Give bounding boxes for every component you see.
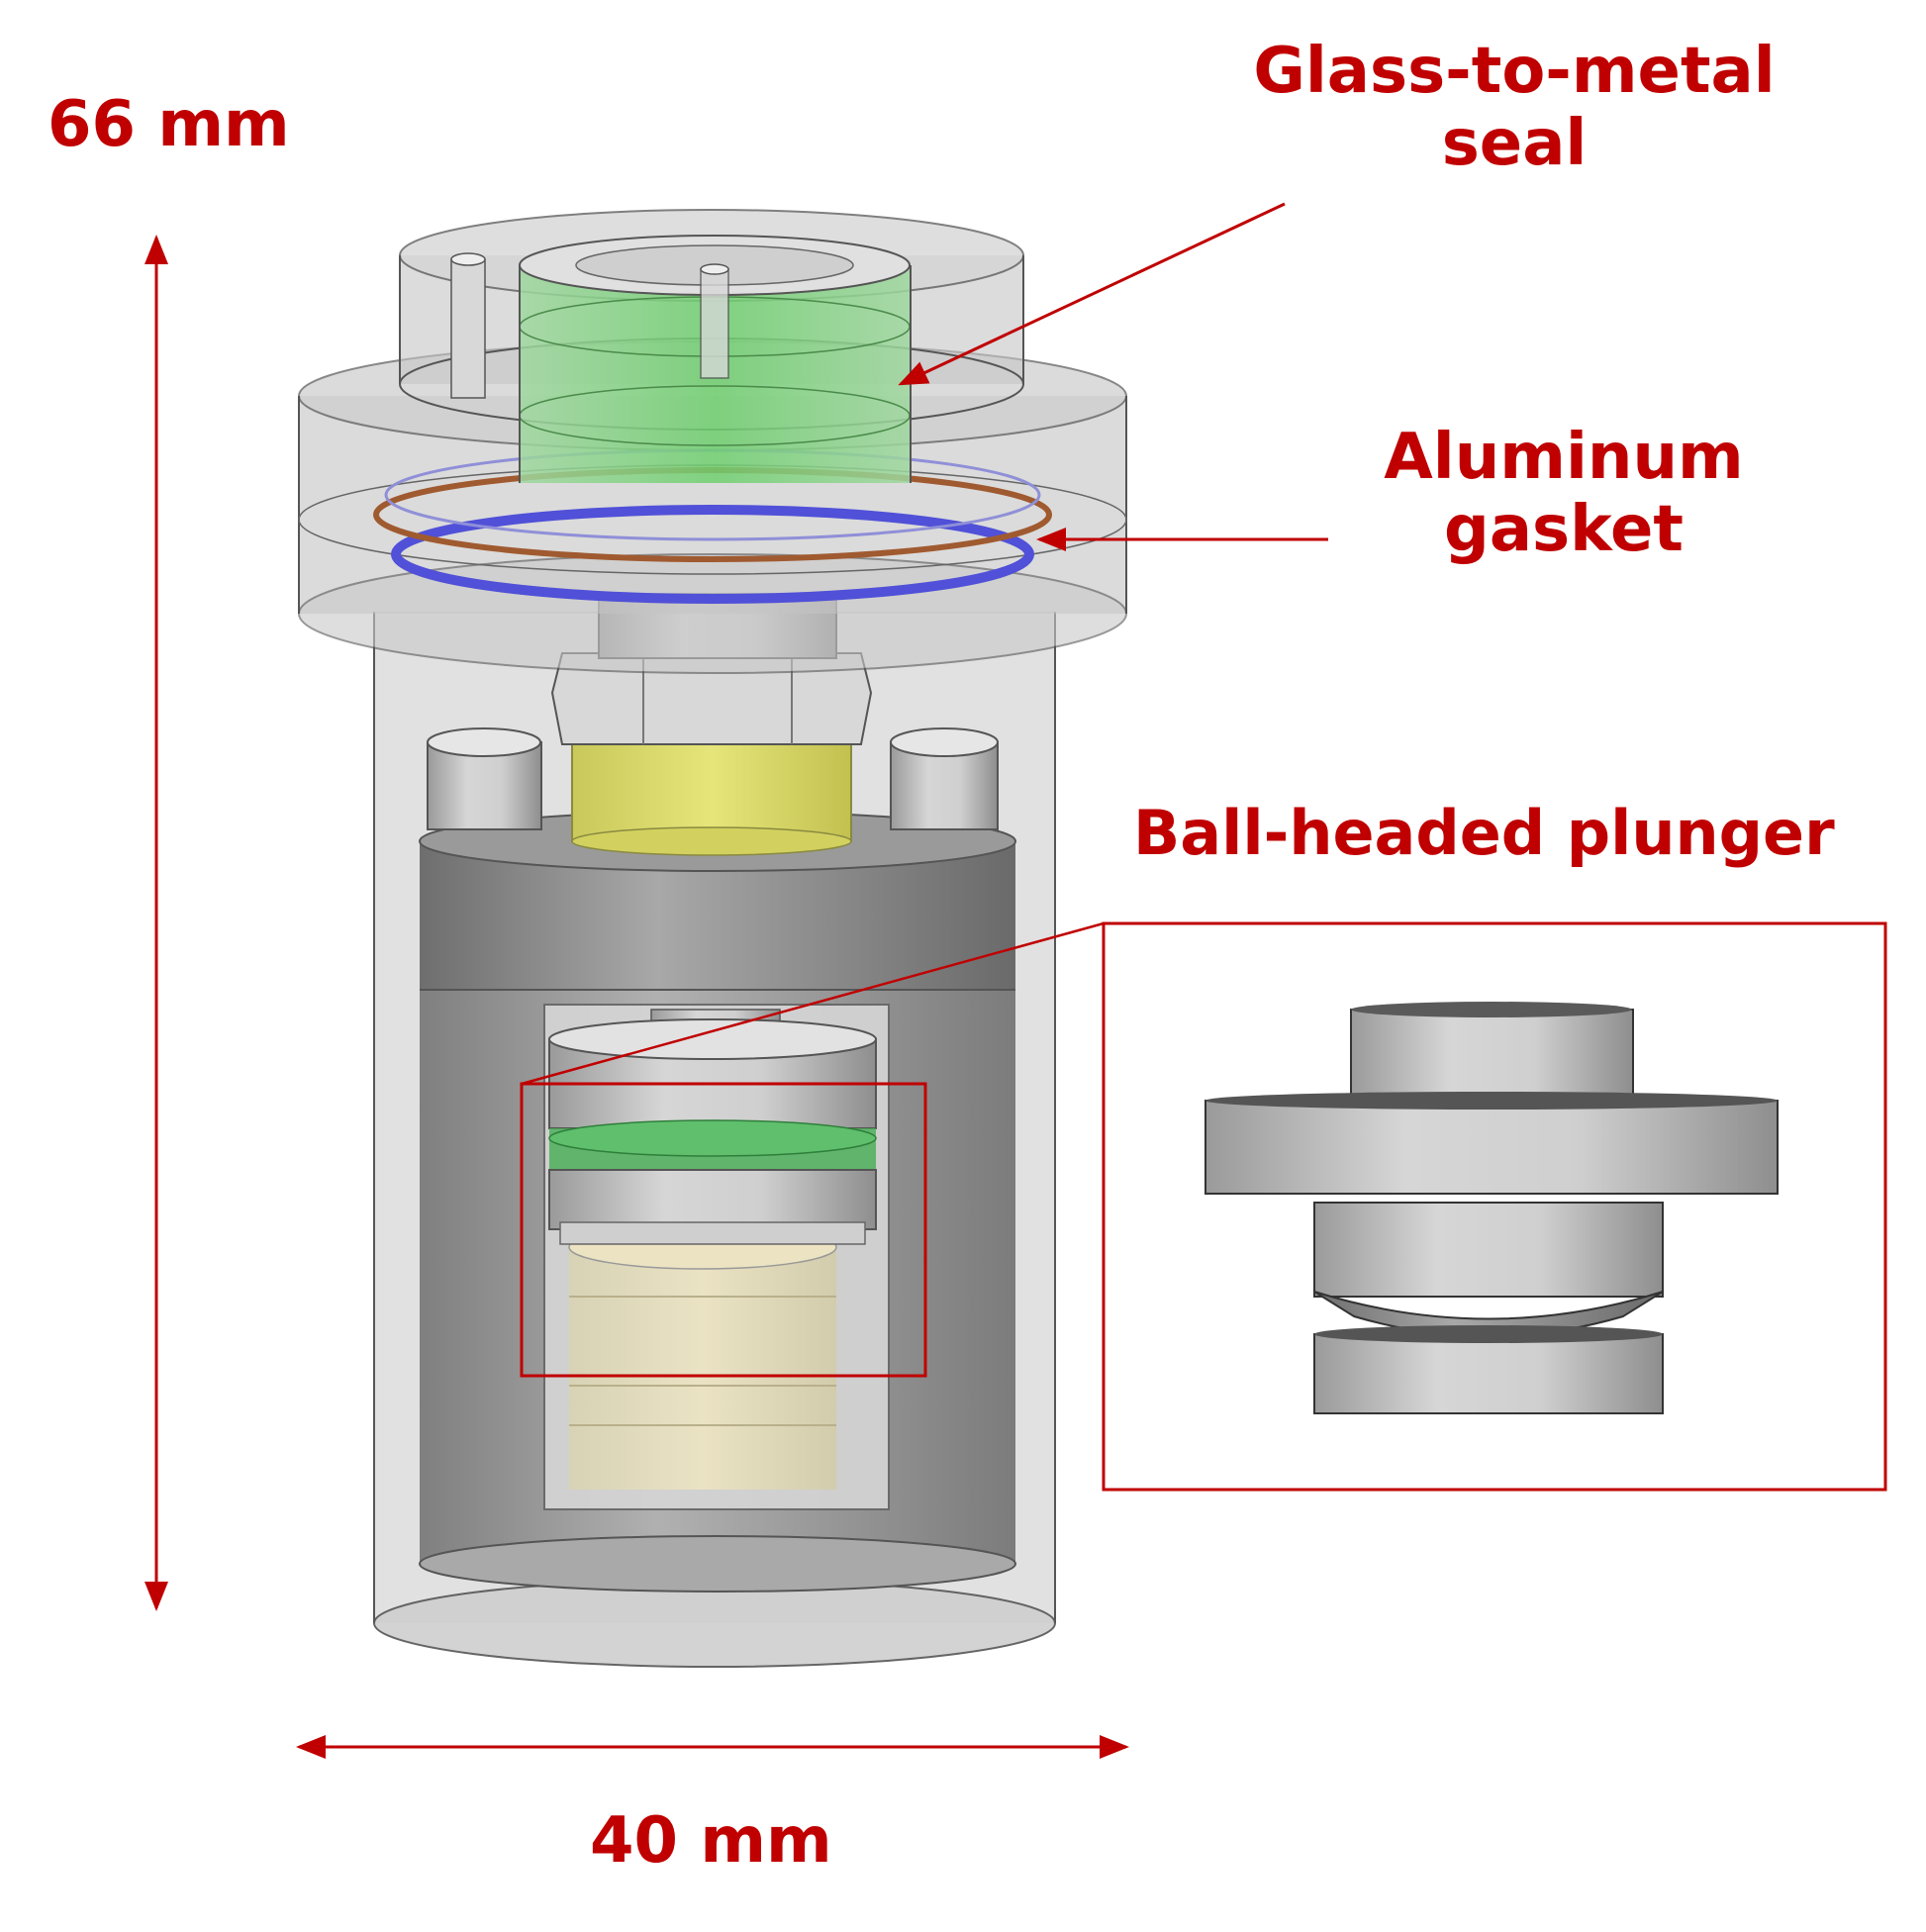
pin-center — [700, 263, 729, 379]
plunger-label: Ball-headed plunger — [1133, 797, 1835, 869]
gasket-label-line2: gasket — [1444, 492, 1684, 566]
gasket-label: Aluminum gasket — [1336, 420, 1791, 568]
seal-label-line1: Glass-to-metal — [1253, 35, 1776, 108]
seal-label: Glass-to-metal seal — [1232, 34, 1796, 182]
screw-left — [427, 727, 542, 830]
plunger-detail — [1204, 1002, 1779, 1414]
pin-left — [450, 252, 486, 399]
plunger-highlight-box — [520, 1082, 927, 1378]
height-dimension-label: 66 mm — [48, 88, 290, 161]
gasket-label-line1: Aluminum — [1384, 421, 1744, 494]
seal-leader-line — [898, 202, 1286, 386]
lower-cream-cylinder — [568, 1224, 837, 1490]
width-dimension-label: 40 mm — [590, 1804, 832, 1878]
seal-label-line2: seal — [1441, 106, 1588, 180]
screw-right — [890, 727, 999, 830]
plunger-in-cell — [548, 1009, 877, 1245]
zoom-connector-line — [521, 921, 1105, 1086]
yellow-cylinder — [571, 741, 852, 856]
